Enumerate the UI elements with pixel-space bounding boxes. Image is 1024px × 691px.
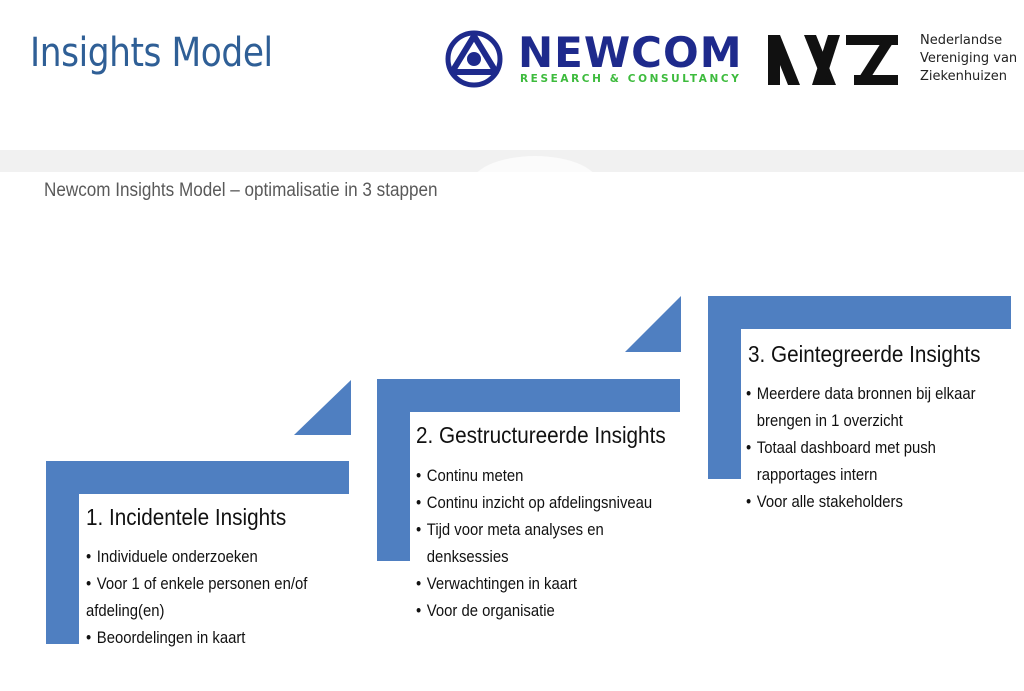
step-3-left-bar xyxy=(708,296,741,479)
page-title: Insights Model xyxy=(30,30,273,76)
newcom-name: NEWCOM xyxy=(518,28,743,77)
slide-subtitle: Newcom Insights Model – optimalisatie in… xyxy=(44,180,438,201)
step-3-top-bar xyxy=(708,296,1011,329)
step-2-top-bar xyxy=(377,379,680,412)
step-2-triangle-icon xyxy=(625,296,681,352)
slide-top-strip xyxy=(0,150,1024,216)
step-1-triangle-icon xyxy=(294,380,351,435)
nvz-line: Nederlandse xyxy=(920,33,1003,48)
step-1-left-bar xyxy=(46,461,79,644)
step-2-bullets: •Continu meten •Continu inzicht op afdel… xyxy=(416,463,652,625)
list-item: •Individuele onderzoeken xyxy=(86,548,258,566)
list-item: •Verwachtingen in kaart xyxy=(416,575,578,593)
newcom-tagline: RESEARCH & CONSULTANCY xyxy=(520,73,742,85)
nvz-line: Vereniging van xyxy=(920,51,1018,66)
list-item: •Voor de organisatie xyxy=(416,602,555,620)
list-item: •Voor alle stakeholders xyxy=(746,493,903,511)
list-item: •Beoordelingen in kaart xyxy=(86,629,246,647)
step-2-title: 2. Gestructureerde Insights xyxy=(416,422,666,448)
step-1-bullets: •Individuele onderzoeken • Voor 1 of enk… xyxy=(86,544,307,652)
step-2-left-bar xyxy=(377,379,410,561)
header: Insights Model NEWCOM RESEARCH & CONSULT… xyxy=(0,0,1024,150)
list-item: •Continu inzicht op afdelingsniveau xyxy=(416,494,653,512)
newcom-logo: NEWCOM RESEARCH & CONSULTANCY xyxy=(444,28,744,92)
nvz-line: Ziekenhuizen xyxy=(920,69,1007,84)
nvz-logo: Nederlandse Vereniging van Ziekenhuizen xyxy=(766,30,1024,90)
nvz-letter-mark-icon xyxy=(768,35,898,85)
step-1-title: 1. Incidentele Insights xyxy=(86,504,287,530)
list-item: •Continu meten xyxy=(416,467,524,485)
step-3-title: 3. Geintegreerde Insights xyxy=(748,341,981,367)
step-1-top-bar xyxy=(46,461,349,494)
newcom-ring-logo-icon xyxy=(445,30,503,88)
nvz-name-lines: Nederlandse Vereniging van Ziekenhuizen xyxy=(920,32,1017,86)
slide: Newcom Insights Model – optimalisatie in… xyxy=(0,172,1024,691)
